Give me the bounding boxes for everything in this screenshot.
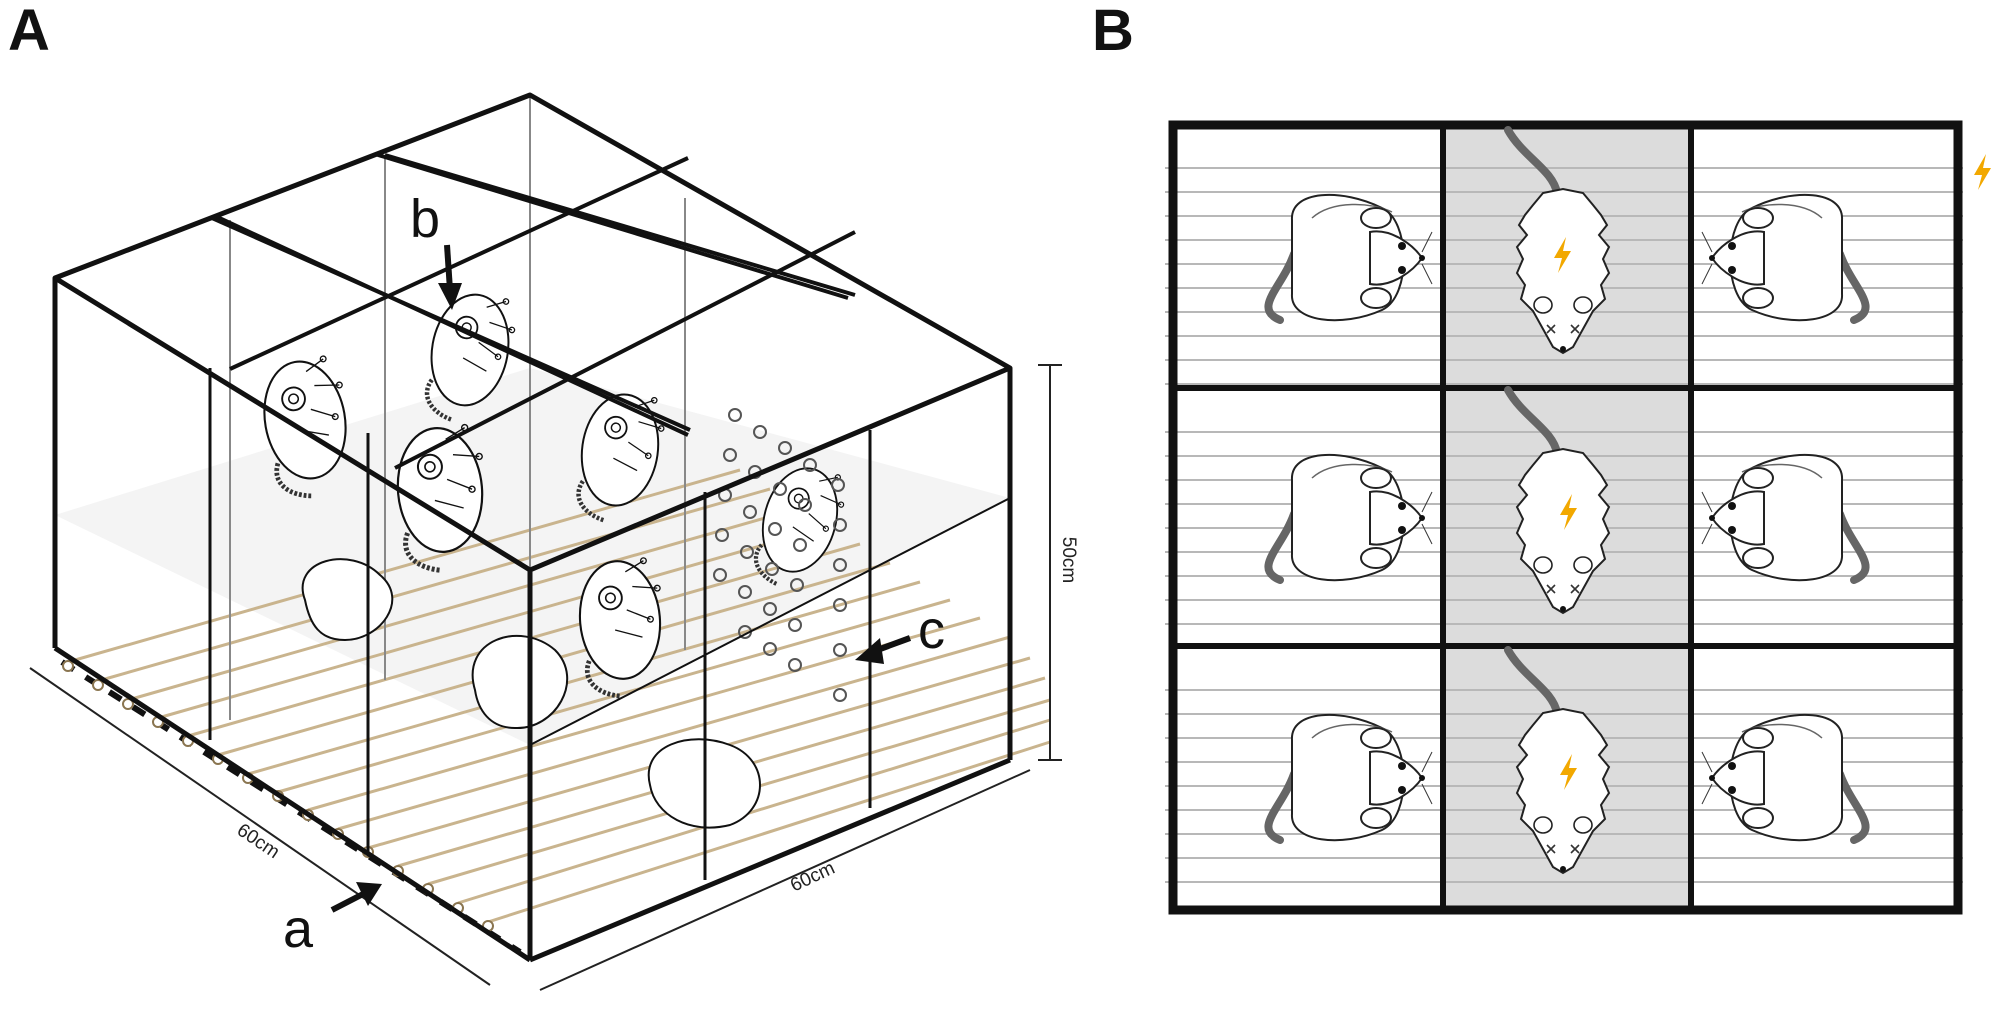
callout-c: c <box>855 600 945 664</box>
callout-a: a <box>283 882 382 959</box>
mouse-icon <box>1268 195 1432 320</box>
dimension-lines <box>29 364 1062 991</box>
callout-c-label: c <box>918 600 945 660</box>
cage-diagram <box>52 92 1051 963</box>
lightning-icon <box>1974 154 1991 190</box>
arrow-icon <box>855 635 912 664</box>
callout-b: b <box>410 189 462 310</box>
grid-topview <box>1165 120 1991 915</box>
mouse-icon <box>1702 715 1866 840</box>
callout-a-label: a <box>283 899 314 959</box>
mouse-icon <box>1268 715 1432 840</box>
mouse-icon <box>1702 455 1866 580</box>
panel-label-a: A <box>8 0 50 63</box>
height-label: 50cm <box>1058 537 1079 583</box>
mouse-icon <box>1268 455 1432 580</box>
callout-b-label: b <box>410 189 440 249</box>
panel-label-b: B <box>1092 0 1134 63</box>
arrow-icon <box>330 882 382 913</box>
arrow-icon <box>438 244 462 310</box>
mouse-icon <box>1702 195 1866 320</box>
width-label-right: 60cm <box>787 858 838 897</box>
